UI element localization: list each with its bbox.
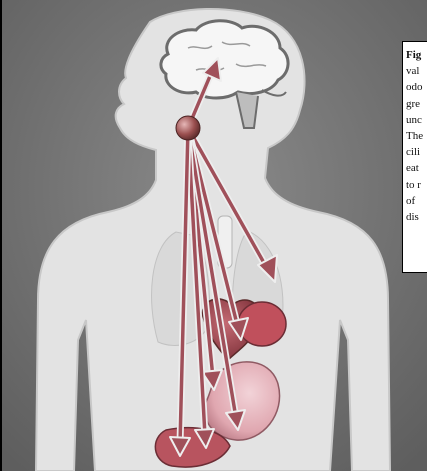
caption-line: unc: [406, 112, 427, 128]
caption-box: Fig val odo gre unc The cili eat to r of…: [402, 41, 427, 273]
caption-line: The: [406, 128, 427, 144]
caption-line: to r: [406, 177, 427, 193]
caption-line: dis: [406, 209, 427, 225]
caption-line: Fig: [406, 47, 427, 63]
caption-line: val: [406, 63, 427, 79]
caption-line: of: [406, 193, 427, 209]
caption-line: cili: [406, 144, 427, 160]
caption-line: eat: [406, 160, 427, 176]
caption-line: odo: [406, 79, 427, 95]
nerve-node-icon: [176, 116, 200, 140]
caption-line: gre: [406, 96, 427, 112]
